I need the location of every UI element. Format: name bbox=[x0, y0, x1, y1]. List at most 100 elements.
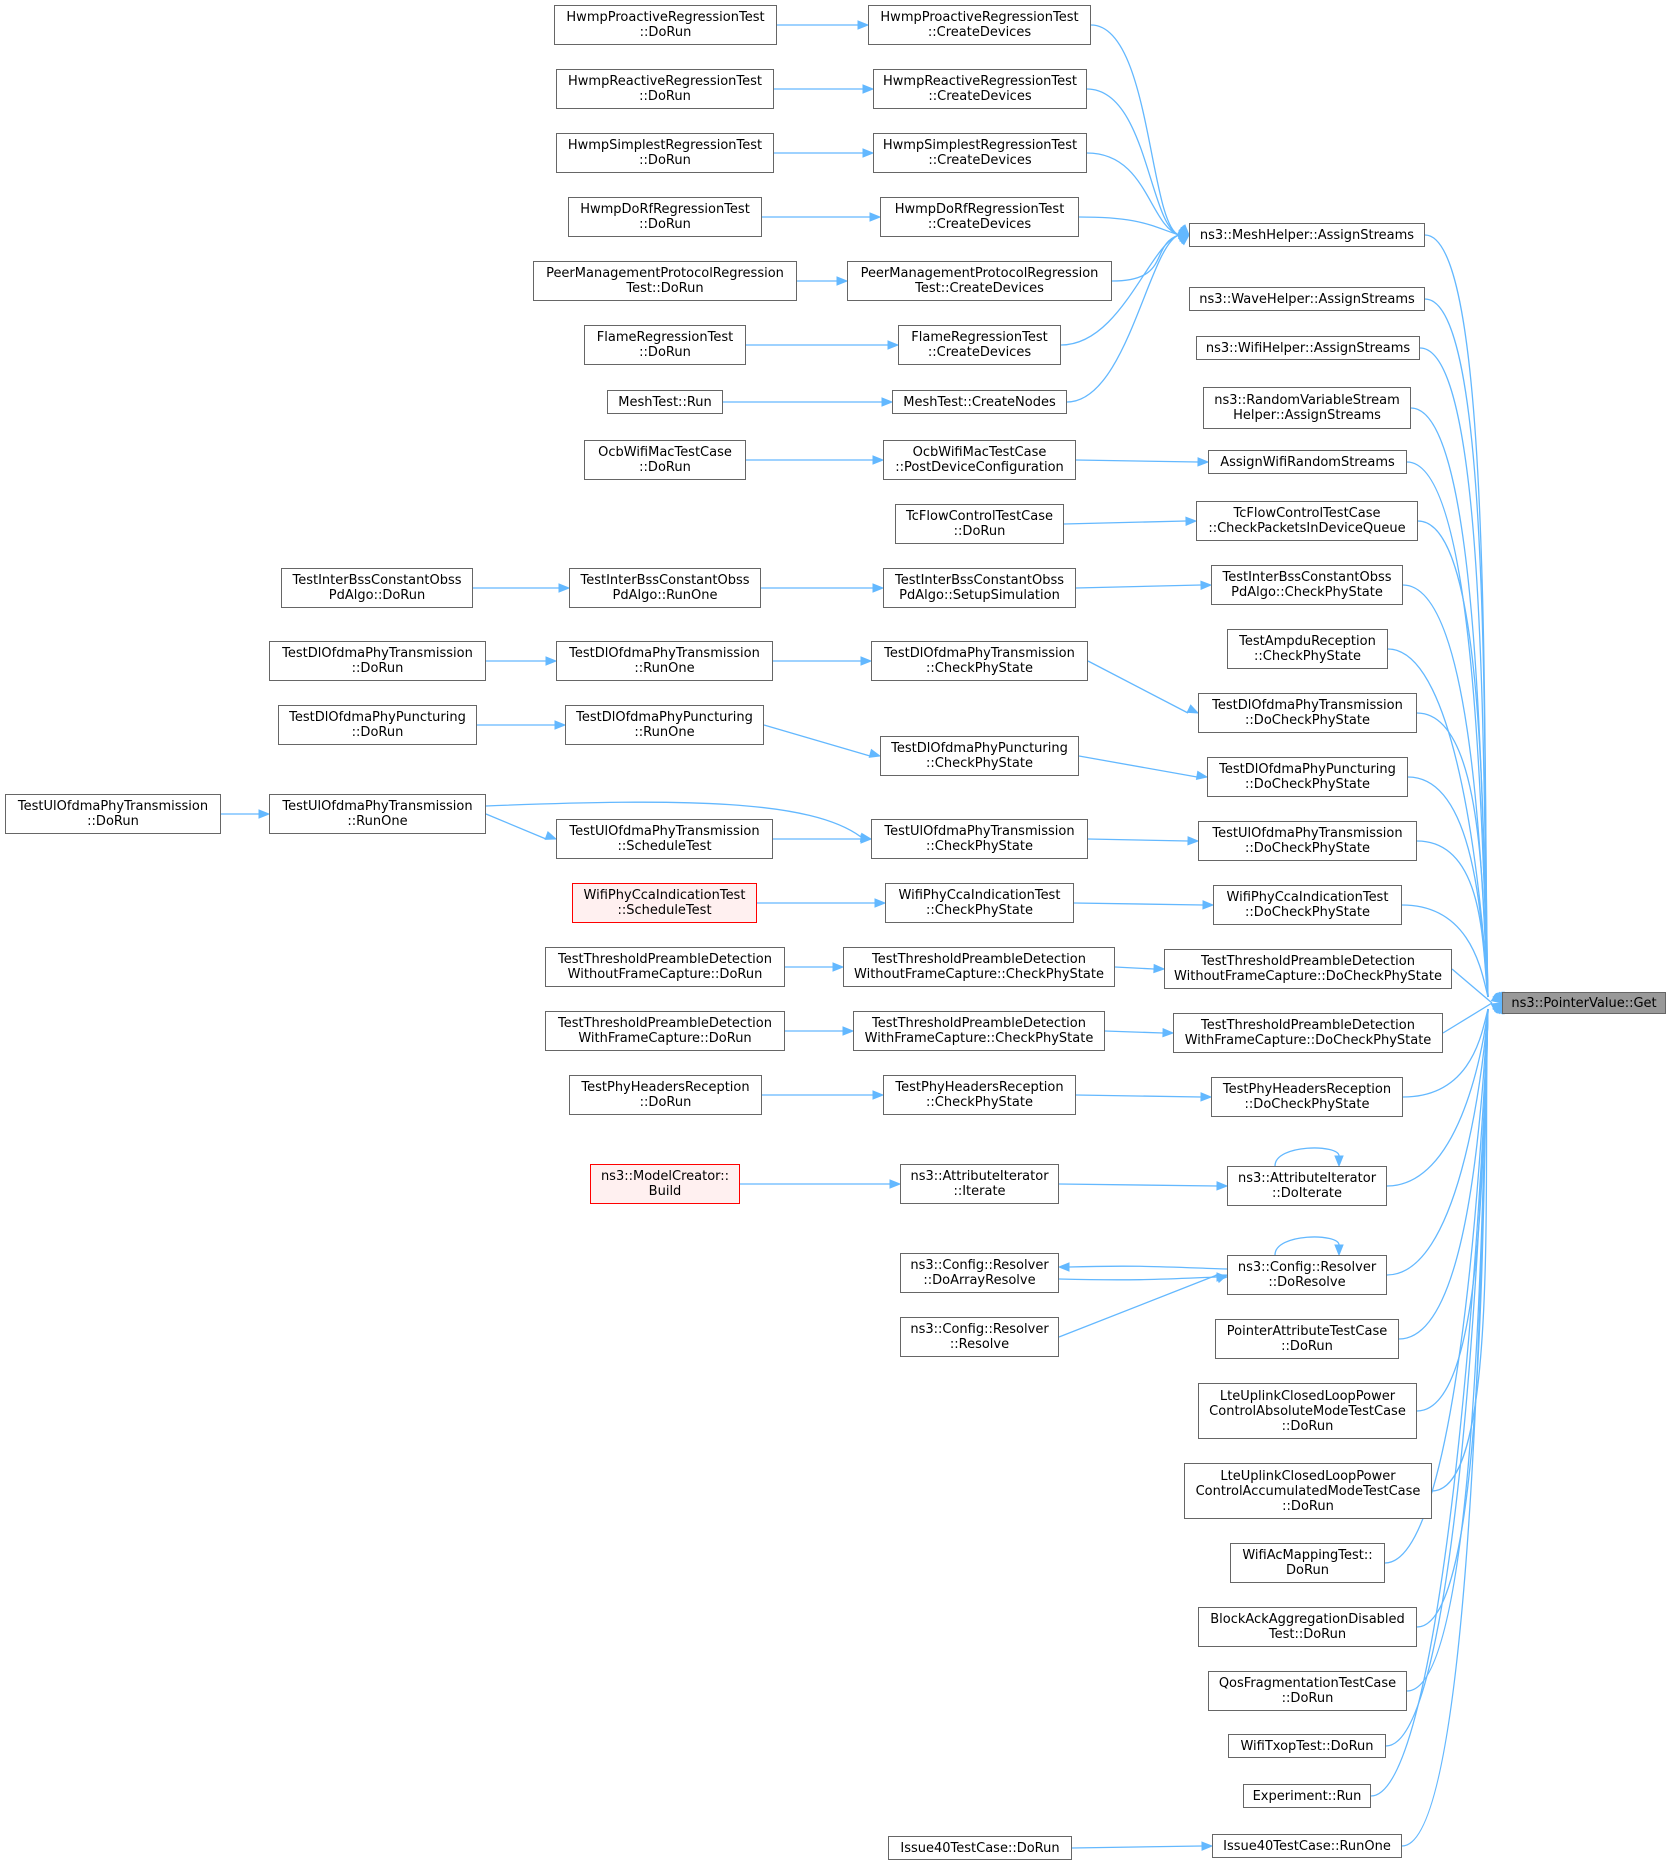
node-dlofdma-runone[interactable]: TestDlOfdmaPhyTransmission::RunOne bbox=[556, 641, 773, 681]
node-label-line: ::DoRun bbox=[87, 814, 139, 829]
edge-call-mesh bbox=[1086, 88, 1180, 236]
node-mesh-assign[interactable]: ns3::MeshHelper::AssignStreams bbox=[1189, 223, 1425, 247]
node-ocb-postdev[interactable]: OcbWifiMacTestCase::PostDeviceConfigurat… bbox=[883, 440, 1076, 480]
node-ulofdma-dorun[interactable]: TestUlOfdmaPhyTransmission::DoRun bbox=[5, 794, 221, 834]
node-label-line: ::ScheduleTest bbox=[617, 839, 712, 854]
node-attr-doiterate[interactable]: ns3::AttributeIterator::DoIterate bbox=[1227, 1166, 1387, 1206]
node-issue40-runone[interactable]: Issue40TestCase::RunOne bbox=[1212, 1834, 1402, 1858]
node-meshtest-create[interactable]: MeshTest::CreateNodes bbox=[892, 390, 1067, 414]
node-label-line: ::DoRun bbox=[1281, 1418, 1334, 1434]
node-cfg-doarray[interactable]: ns3::Config::Resolver::DoArrayResolve bbox=[900, 1253, 1059, 1293]
edge-arrowhead bbox=[1200, 580, 1213, 590]
node-attr-iterate[interactable]: ns3::AttributeIterator::Iterate bbox=[900, 1164, 1059, 1204]
edge-call bbox=[485, 813, 547, 840]
node-label-line: ns3::PointerValue::Get bbox=[1511, 995, 1657, 1011]
node-label-line: PdAlgo::SetupSimulation bbox=[899, 588, 1060, 603]
node-dlofdma-dorun[interactable]: TestDlOfdmaPhyTransmission::DoRun bbox=[269, 641, 486, 681]
node-get[interactable]: ns3::PointerValue::Get bbox=[1502, 992, 1666, 1014]
node-cfg-resolve[interactable]: ns3::Config::Resolver::Resolve bbox=[900, 1317, 1059, 1357]
edge-call bbox=[763, 724, 871, 757]
node-flame-create[interactable]: FlameRegressionTest::CreateDevices bbox=[898, 325, 1061, 365]
node-cca-check[interactable]: WifiPhyCcaIndicationTest::CheckPhyState bbox=[885, 883, 1074, 923]
edge-call bbox=[1058, 1183, 1218, 1187]
node-tcflow-dorun[interactable]: TcFlowControlTestCase::DoRun bbox=[895, 504, 1064, 544]
node-cfg-doresolve[interactable]: ns3::Config::Resolver::DoResolve bbox=[1227, 1255, 1387, 1295]
node-cca-sched[interactable]: WifiPhyCcaIndicationTest::ScheduleTest bbox=[572, 883, 757, 923]
node-ampdu-check[interactable]: TestAmpduReception::CheckPhyState bbox=[1227, 629, 1388, 669]
node-model-build[interactable]: ns3::ModelCreator::Build bbox=[590, 1164, 740, 1204]
node-hwmp-pro-dorun[interactable]: HwmpProactiveRegressionTest::DoRun bbox=[554, 5, 777, 45]
edge-call-get bbox=[1402, 1008, 1489, 1098]
node-tcflow-check[interactable]: TcFlowControlTestCase::CheckPacketsInDev… bbox=[1196, 501, 1418, 541]
edge-arrowhead bbox=[857, 20, 870, 30]
node-hwmp-rea-create[interactable]: HwmpReactiveRegressionTest::CreateDevice… bbox=[873, 69, 1087, 109]
edge-call bbox=[1058, 1276, 1218, 1281]
node-hwmp-sim-dorun[interactable]: HwmpSimplestRegressionTest::DoRun bbox=[556, 133, 774, 173]
node-dlpunct-check[interactable]: TestDlOfdmaPhyPuncturing::CheckPhyState bbox=[880, 736, 1079, 776]
node-label-line: TestThresholdPreambleDetection bbox=[1201, 954, 1415, 969]
node-wave-assign[interactable]: ns3::WaveHelper::AssignStreams bbox=[1189, 287, 1425, 311]
node-hwmp-dorf-create[interactable]: HwmpDoRfRegressionTest::CreateDevices bbox=[880, 197, 1079, 237]
node-ulofdma-docheck[interactable]: TestUlOfdmaPhyTransmission::DoCheckPhySt… bbox=[1198, 821, 1417, 861]
node-wifi-assign[interactable]: ns3::WifiHelper::AssignStreams bbox=[1196, 336, 1420, 360]
edge-call-mesh bbox=[1078, 216, 1180, 236]
node-phyhdr-docheck[interactable]: TestPhyHeadersReception::DoCheckPhyState bbox=[1211, 1077, 1403, 1117]
edge-arrowhead bbox=[859, 832, 873, 843]
node-phyhdr-dorun[interactable]: TestPhyHeadersReception::DoRun bbox=[569, 1075, 762, 1115]
node-label-line: ::DoResolve bbox=[1268, 1275, 1346, 1290]
node-hwmp-rea-dorun[interactable]: HwmpReactiveRegressionTest::DoRun bbox=[556, 69, 774, 109]
node-ulofdma-runone[interactable]: TestUlOfdmaPhyTransmission::RunOne bbox=[269, 794, 486, 834]
node-dlofdma-docheck[interactable]: TestDlOfdmaPhyTransmission::DoCheckPhySt… bbox=[1198, 693, 1417, 733]
node-label-line: MeshTest::Run bbox=[618, 394, 712, 410]
node-txop-dorun[interactable]: WifiTxopTest::DoRun bbox=[1228, 1734, 1386, 1758]
node-hwmp-pro-create[interactable]: HwmpProactiveRegressionTest::CreateDevic… bbox=[868, 5, 1091, 45]
node-ulofdma-check[interactable]: TestUlOfdmaPhyTransmission::CheckPhyStat… bbox=[871, 819, 1088, 859]
node-issue40-dorun[interactable]: Issue40TestCase::DoRun bbox=[888, 1836, 1072, 1860]
node-dlpunct-docheck[interactable]: TestDlOfdmaPhyPuncturing::DoCheckPhyStat… bbox=[1207, 757, 1408, 797]
node-ulofdma-sched[interactable]: TestUlOfdmaPhyTransmission::ScheduleTest bbox=[556, 819, 773, 859]
node-dlpunct-dorun[interactable]: TestDlOfdmaPhyPuncturing::DoRun bbox=[278, 705, 477, 745]
node-cca-docheck[interactable]: WifiPhyCcaIndicationTest::DoCheckPhyStat… bbox=[1213, 885, 1402, 925]
node-assign-wifi-rs[interactable]: AssignWifiRandomStreams bbox=[1208, 450, 1407, 474]
node-ac-mapping-dorun[interactable]: WifiAcMappingTest::DoRun bbox=[1230, 1543, 1385, 1583]
edge-call bbox=[1075, 1094, 1202, 1098]
node-label-line: TestInterBssConstantObss bbox=[894, 573, 1065, 588]
node-label-line: ::ScheduleTest bbox=[617, 903, 712, 918]
node-label-line: TestInterBssConstantObss bbox=[1222, 570, 1392, 585]
node-hwmp-dorf-dorun[interactable]: HwmpDoRfRegressionTest::DoRun bbox=[568, 197, 762, 237]
node-ocb-dorun[interactable]: OcbWifiMacTestCase::DoRun bbox=[584, 440, 746, 480]
node-experiment-run[interactable]: Experiment::Run bbox=[1243, 1784, 1371, 1808]
edge-arrowhead bbox=[545, 656, 558, 666]
node-label-line: FlameRegressionTest bbox=[596, 330, 734, 345]
node-label-line: ::CreateDevices bbox=[927, 345, 1032, 360]
edge-call-get bbox=[1419, 347, 1489, 998]
node-label-line: ::DoRun bbox=[953, 524, 1006, 539]
node-dlofdma-check[interactable]: TestDlOfdmaPhyTransmission::CheckPhyStat… bbox=[871, 641, 1088, 681]
node-label-line: TestDlOfdmaPhyPuncturing bbox=[891, 741, 1068, 756]
node-ptr-attr-dorun[interactable]: PointerAttributeTestCase::DoRun bbox=[1215, 1319, 1399, 1359]
node-label-line: ns3::AttributeIterator bbox=[910, 1169, 1049, 1184]
node-phyhdr-check[interactable]: TestPhyHeadersReception::CheckPhyState bbox=[883, 1075, 1076, 1115]
node-meshtest-run[interactable]: MeshTest::Run bbox=[607, 390, 723, 414]
node-qosfrag-dorun[interactable]: QosFragmentationTestCase::DoRun bbox=[1208, 1671, 1407, 1711]
node-flame-dorun[interactable]: FlameRegressionTest::DoRun bbox=[584, 325, 746, 365]
node-dlpunct-runone[interactable]: TestDlOfdmaPhyPuncturing::RunOne bbox=[565, 705, 764, 745]
node-hwmp-sim-create[interactable]: HwmpSimplestRegressionTest::CreateDevice… bbox=[873, 133, 1087, 173]
